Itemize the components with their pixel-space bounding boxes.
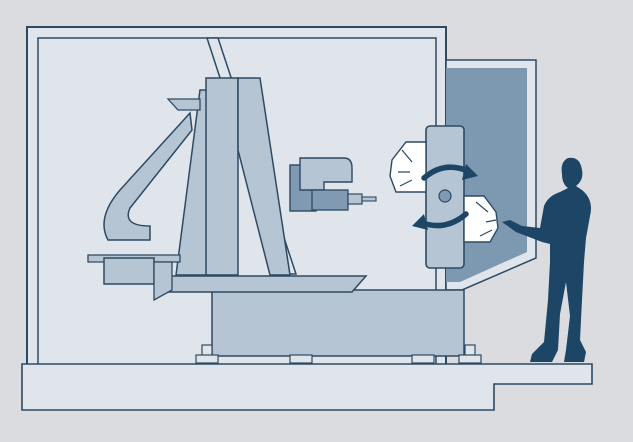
foot xyxy=(465,345,475,356)
foot xyxy=(196,355,218,363)
conveyor-box xyxy=(104,258,154,284)
base-block xyxy=(212,290,464,356)
floor-slab xyxy=(22,364,592,410)
floor xyxy=(22,364,592,410)
rotary-hub xyxy=(439,190,451,202)
foot xyxy=(290,355,312,363)
foot xyxy=(202,345,212,356)
spindle-motor xyxy=(312,190,348,210)
spindle-nose xyxy=(348,194,362,204)
foot xyxy=(412,355,434,363)
base-table xyxy=(168,276,366,292)
foot xyxy=(459,355,481,363)
column-front xyxy=(206,78,238,275)
spindle-tool xyxy=(362,197,376,201)
